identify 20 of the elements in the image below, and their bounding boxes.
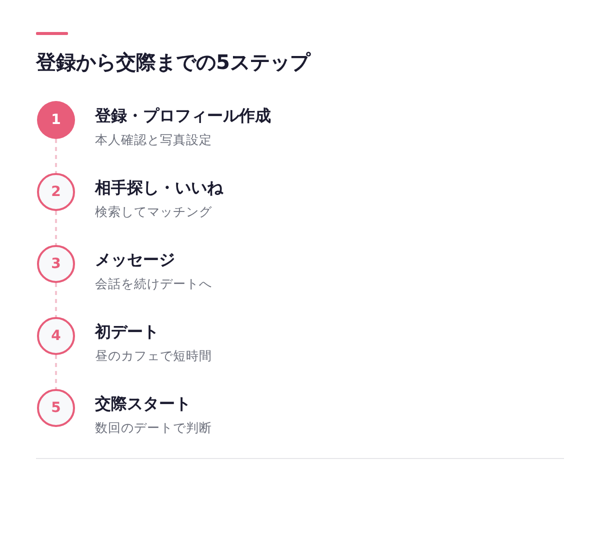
- step-description: 本人確認と写真設定: [95, 131, 212, 149]
- dashed-connector-line: [55, 283, 57, 317]
- step-number-circle: 1: [37, 101, 75, 139]
- step-description: 検索してマッチング: [95, 203, 212, 221]
- step-title: 登録・プロフィール作成: [95, 105, 271, 127]
- step-number-circle: 5: [37, 389, 75, 427]
- step-title: メッセージ: [95, 249, 175, 271]
- dashed-connector-line: [55, 355, 57, 389]
- step-number-circle: 2: [37, 173, 75, 211]
- step-title: 初デート: [95, 321, 159, 343]
- step-description: 昼のカフェで短時間: [95, 347, 212, 365]
- dashed-connector-line: [55, 211, 57, 245]
- step-number-circle: 4: [37, 317, 75, 355]
- title: 登録から交際までの5ステップ: [36, 49, 310, 76]
- step-title: 交際スタート: [95, 393, 191, 415]
- step-number-circle: 3: [37, 245, 75, 283]
- step-description: 数回のデートで判断: [95, 419, 212, 437]
- dashed-connector-line: [55, 139, 57, 173]
- step-description: 会話を続けデートへ: [95, 275, 212, 293]
- step-title: 相手探し・いいね: [95, 177, 223, 199]
